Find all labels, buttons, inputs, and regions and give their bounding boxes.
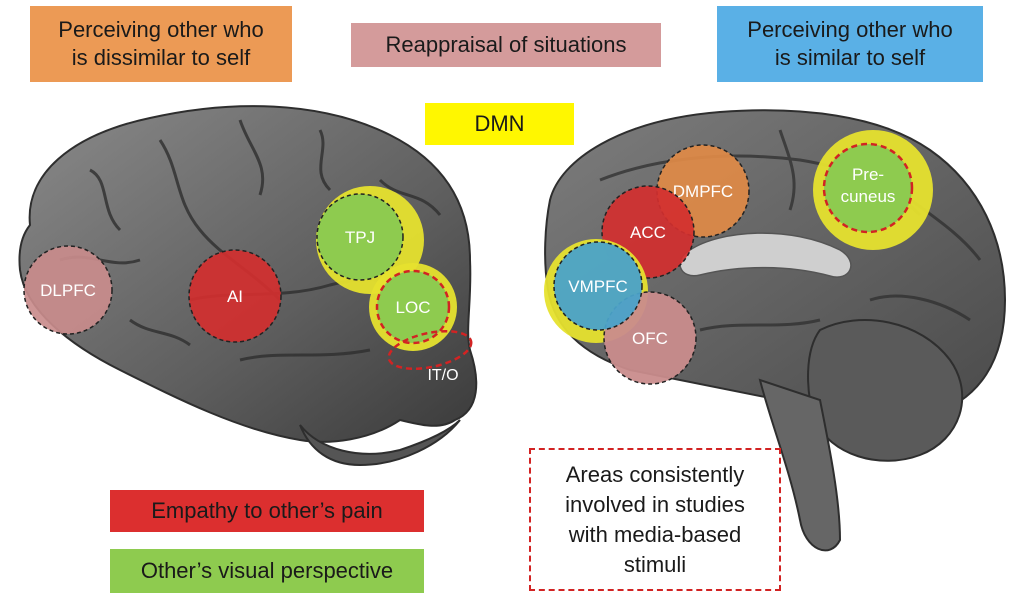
dmn-box: DMN [425,103,574,145]
reappraisal-label: Reappraisal of situations [385,32,627,57]
ai-label: AI [227,287,243,306]
vmpfc-label: VMPFC [568,277,628,296]
media-studies-note-label: Areas consistently involved in studies w… [565,461,745,577]
dissimilar-other-label: Perceiving other who is dissimilar to se… [58,17,264,70]
dmpfc-label: DMPFC [673,182,733,201]
vmpfc-circle [553,241,643,331]
corpus-callosum [679,232,852,278]
medial-brain: DMPFC ACC OFC VMPFC Pre- cuneus [544,109,1007,552]
precuneus-label-line2: cuneus [841,187,896,206]
dlpfc-label: DLPFC [40,281,96,300]
empathy-legend-label: Empathy to other’s pain [151,498,383,523]
ai-circle [188,249,282,343]
lateral-brain: DLPFC AI TPJ LOC IT/O [18,105,478,467]
empathy-legend-box: Empathy to other’s pain [110,490,424,532]
precuneus-circle [822,142,914,234]
dissimilar-other-box: Perceiving other who is dissimilar to se… [30,6,292,82]
precuneus-label-line1: Pre- [852,165,884,184]
tpj-circle [316,193,404,281]
dlpfc-circle [23,245,113,335]
acc-label: ACC [630,223,666,242]
ito-outline [387,329,473,371]
dmn-label: DMN [474,111,525,136]
visual-perspective-legend-box: Other’s visual perspective [110,549,424,593]
cerebellum-lateral [299,419,461,467]
loc-circle [375,269,451,345]
tpj-label: TPJ [345,228,375,247]
brainstem [758,378,842,552]
media-studies-note-box: Areas consistently involved in studies w… [529,448,781,591]
reappraisal-box: Reappraisal of situations [351,23,661,67]
loc-label: LOC [396,298,431,317]
similar-other-label: Perceiving other who is similar to self [747,17,953,70]
similar-other-box: Perceiving other who is similar to self [717,6,983,82]
visual-perspective-legend-label: Other’s visual perspective [140,558,394,583]
ito-label: IT/O [427,367,458,384]
ofc-label: OFC [632,329,668,348]
